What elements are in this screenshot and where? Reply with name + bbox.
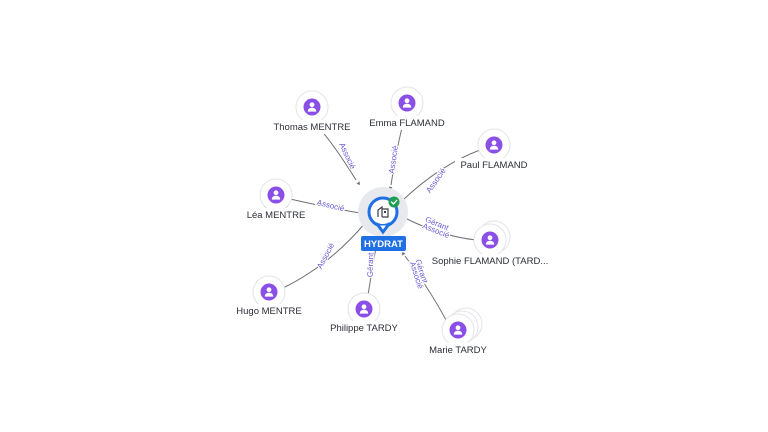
company-name: HYDRAT bbox=[364, 239, 403, 250]
edge-line bbox=[282, 221, 367, 289]
person-name: Hugo MENTRE bbox=[236, 306, 301, 317]
edge-line bbox=[404, 255, 447, 321]
person-avatar-icon bbox=[303, 98, 321, 116]
person-avatar-icon bbox=[398, 94, 416, 112]
person-name-box bbox=[268, 120, 356, 134]
edge-arrow bbox=[356, 181, 360, 185]
edge-line bbox=[289, 198, 361, 214]
person-name: Marie TARDY bbox=[429, 345, 487, 356]
person-node-marie-tardy[interactable]: Marie TARDY bbox=[426, 307, 490, 357]
verified-check-icon bbox=[388, 196, 400, 208]
person-avatar-icon bbox=[260, 283, 278, 301]
edge-line bbox=[402, 149, 481, 201]
edge-role-label: Associé bbox=[424, 166, 448, 195]
person-name: Thomas MENTRE bbox=[273, 122, 350, 133]
edge-role-label: Associé bbox=[316, 198, 346, 214]
person-node-emma-flamand[interactable]: Emma FLAMAND bbox=[364, 86, 450, 130]
person-node-thomas-mentre[interactable]: Thomas MENTRE bbox=[268, 90, 356, 134]
person-name-box bbox=[428, 254, 552, 268]
person-name: Sophie FLAMAND (TARD... bbox=[432, 256, 549, 267]
edge-role-label: Associé bbox=[387, 145, 400, 175]
person-node-hugo-mentre[interactable]: Hugo MENTRE bbox=[233, 275, 305, 318]
nodes-layer: Thomas MENTRE Emma FLAMAND Paul FLAMAND Léa… bbox=[233, 86, 552, 357]
person-node-lea-mentre[interactable]: Léa MENTRE bbox=[244, 178, 308, 222]
person-node-sophie-flamand[interactable]: Sophie FLAMAND (TARD... bbox=[428, 220, 552, 268]
person-name: Emma FLAMAND bbox=[369, 118, 445, 129]
company-building-icon bbox=[377, 205, 389, 218]
edge-line bbox=[402, 216, 477, 241]
person-name-box bbox=[233, 304, 305, 318]
person-name: Paul FLAMAND bbox=[460, 160, 527, 171]
person-avatar-icon bbox=[355, 300, 373, 318]
person-node-paul-flamand[interactable]: Paul FLAMAND bbox=[455, 128, 533, 172]
person-avatar-icon bbox=[267, 186, 285, 204]
person-name-box bbox=[426, 343, 490, 357]
company-name-badge[interactable] bbox=[361, 236, 406, 251]
person-name-box bbox=[244, 208, 308, 222]
company-node[interactable]: HYDRAT bbox=[358, 187, 408, 251]
edge-arrow bbox=[402, 252, 406, 256]
person-node-philippe-tardy[interactable]: Philippe TARDY bbox=[326, 292, 402, 335]
edge-hugo-mentre: Associé bbox=[282, 218, 370, 289]
person-avatar-icon bbox=[481, 231, 499, 249]
person-name-box bbox=[364, 116, 450, 130]
person-avatar-icon bbox=[485, 136, 503, 154]
person-name: Léa MENTRE bbox=[247, 210, 306, 221]
person-name-box bbox=[455, 158, 533, 172]
person-name: Philippe TARDY bbox=[330, 323, 398, 334]
edge-role-label: Gérant bbox=[366, 252, 376, 278]
person-name-box bbox=[326, 321, 402, 335]
person-avatar-icon bbox=[449, 321, 467, 339]
company-node-inner bbox=[371, 200, 395, 224]
